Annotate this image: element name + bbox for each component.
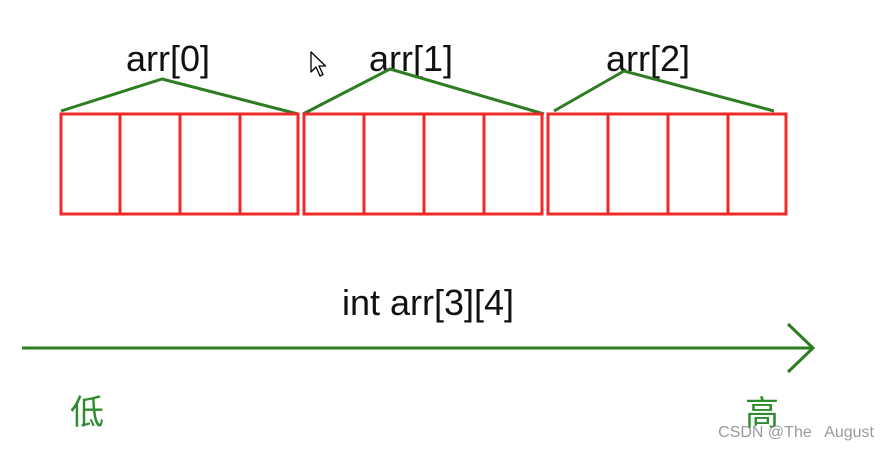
mouse-pointer-icon [310, 51, 327, 77]
declaration-label: int arr[3][4] [342, 282, 514, 323]
address-axis-arrow [22, 322, 816, 374]
axis-high-label: 高 [745, 394, 779, 434]
cell-0-0 [59, 112, 122, 216]
row-block-arr2 [546, 112, 788, 216]
row-block-arr0 [59, 112, 300, 216]
arrow-head-icon [786, 322, 816, 374]
cell-0-3 [238, 112, 300, 216]
row-block-arr1 [302, 112, 544, 216]
cell-1-0 [302, 112, 366, 216]
row-label-arr0: arr[0] [126, 38, 210, 79]
bracket-arr0 [60, 77, 299, 116]
cell-2-2 [666, 112, 730, 216]
axis-low-label: 低 [70, 393, 104, 433]
cell-2-3 [726, 112, 788, 216]
bracket-arr2 [553, 69, 775, 113]
bracket-arr1 [302, 67, 545, 116]
cell-2-1 [606, 112, 670, 216]
cell-1-3 [482, 112, 544, 216]
watermark-text: CSDN @The August [718, 424, 874, 441]
cell-0-1 [118, 112, 182, 216]
cell-1-2 [422, 112, 486, 216]
cell-1-1 [362, 112, 426, 216]
cell-2-0 [546, 112, 610, 216]
cell-0-2 [178, 112, 242, 216]
